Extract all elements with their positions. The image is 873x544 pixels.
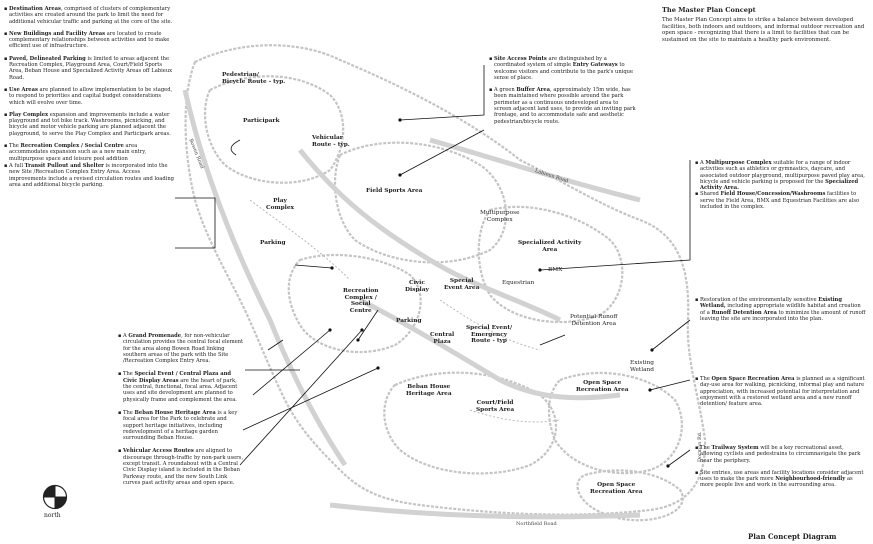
north-label: north bbox=[44, 512, 61, 519]
diagram-title: Plan Concept Diagram bbox=[748, 532, 837, 541]
list-item: A Grand Promenade, for non-vehicular cir… bbox=[118, 333, 244, 364]
top-notes: Site Access Points are distinguished by … bbox=[489, 56, 637, 125]
map-label-bmx: BMX bbox=[548, 267, 563, 273]
map-label-parking-2: Parking bbox=[396, 318, 422, 324]
north-arrow-icon bbox=[42, 484, 68, 510]
map-label-runoff: Potential Runoff Detention Area bbox=[570, 314, 618, 327]
map-label-emergency-route: Special Event/ Emergency Route - typ bbox=[466, 325, 513, 345]
bowen-road-line bbox=[182, 89, 348, 467]
road-label-dorman: Dorman Rd. bbox=[697, 431, 703, 463]
right-notes-4: The Trailway System will be a key recrea… bbox=[695, 445, 867, 489]
map-label-equestrian: Equestrian bbox=[502, 280, 535, 286]
map-label-central-plaza: Central Plaza bbox=[430, 332, 455, 345]
map-label-special-event: Special Event Area bbox=[444, 278, 480, 291]
map-label-wetland: Existing Wetland bbox=[630, 360, 654, 373]
page-title: The Master Plan Concept bbox=[662, 6, 756, 14]
right-notes-2: Restoration of the environmentally sensi… bbox=[695, 297, 867, 322]
list-item: The Beban House Heritage Area is a key f… bbox=[118, 410, 244, 441]
internal-road bbox=[298, 148, 562, 323]
list-item: Shared Field House/Concession/Washrooms … bbox=[695, 191, 867, 210]
labieux-road-line bbox=[429, 137, 641, 203]
center-notes: A Grand Promenade, for non-vehicular cir… bbox=[118, 333, 244, 486]
map-label-play-complex: Play Complex bbox=[266, 198, 295, 211]
map-label-parking: Parking bbox=[260, 240, 286, 246]
right-notes-3: The Open Space Recreation Area is planne… bbox=[695, 376, 867, 407]
list-item: The Recreation Complex / Social Centre a… bbox=[4, 143, 174, 162]
list-item: Paved, Delineated Parking is limited to … bbox=[4, 56, 174, 81]
map-label-open-space-2: Open Space Recreation Area bbox=[590, 482, 643, 495]
list-item: The Open Space Recreation Area is planne… bbox=[695, 376, 867, 407]
road-label-northfield: Northfield Road bbox=[516, 521, 557, 527]
list-item: A Multipurpose Complex suitable for a ra… bbox=[695, 160, 867, 191]
list-item: The Trailway System will be a key recrea… bbox=[695, 445, 867, 464]
list-item: Play Complex expansion and improvements … bbox=[4, 112, 174, 137]
right-notes-1: A Multipurpose Complex suitable for a ra… bbox=[695, 160, 867, 210]
list-item: Destination Areas, comprised of clusters… bbox=[4, 6, 174, 25]
left-notes: Destination Areas, comprised of clusters… bbox=[4, 6, 174, 188]
list-item: New Buildings and Facility Areas are loc… bbox=[4, 31, 174, 50]
map-label-field-sports: Field Sports Area bbox=[366, 188, 423, 194]
map-label-vehicular-route: Vehicular Route - typ. bbox=[312, 135, 350, 148]
map-label-court-field: Court/Field Sports Area bbox=[476, 400, 515, 413]
map-label-open-space-1: Open Space Recreation Area bbox=[576, 380, 629, 393]
map-label-rec-complex: Recreation Complex / Social Centre bbox=[343, 288, 379, 314]
list-item: Site entries, use areas and facility loc… bbox=[695, 470, 867, 489]
header-text: The Master Plan Concept aims to strike a… bbox=[662, 17, 865, 43]
map-label-pedestrian-route: Pedestrian/ Bicycle Route - typ. bbox=[222, 72, 286, 85]
list-item: Site Access Points are distinguished by … bbox=[489, 56, 637, 81]
list-item: Restoration of the environmentally sensi… bbox=[695, 297, 867, 322]
list-item: A green Buffer Area, approximately 15m w… bbox=[489, 87, 637, 125]
list-item: Vehicular Access Routes are aligned to d… bbox=[118, 448, 244, 486]
map-label-multipurpose: Multipurpose Complex bbox=[480, 210, 520, 223]
northfield-road-line bbox=[329, 502, 641, 520]
map-label-participark: Participark bbox=[243, 118, 280, 124]
list-item: Use Areas are planned to allow implement… bbox=[4, 87, 174, 106]
map-label-beban-house: Beban House Heritage Area bbox=[406, 384, 452, 397]
list-item: A full Transit Pullout and Shelter is in… bbox=[4, 163, 174, 188]
list-item: The Special Event / Central Plaza and Ci… bbox=[118, 371, 244, 402]
map-label-civic-display: Civic Display bbox=[405, 280, 429, 293]
park-boundary bbox=[184, 44, 707, 516]
map-label-specialized: Specialized Activity Area bbox=[518, 240, 582, 253]
